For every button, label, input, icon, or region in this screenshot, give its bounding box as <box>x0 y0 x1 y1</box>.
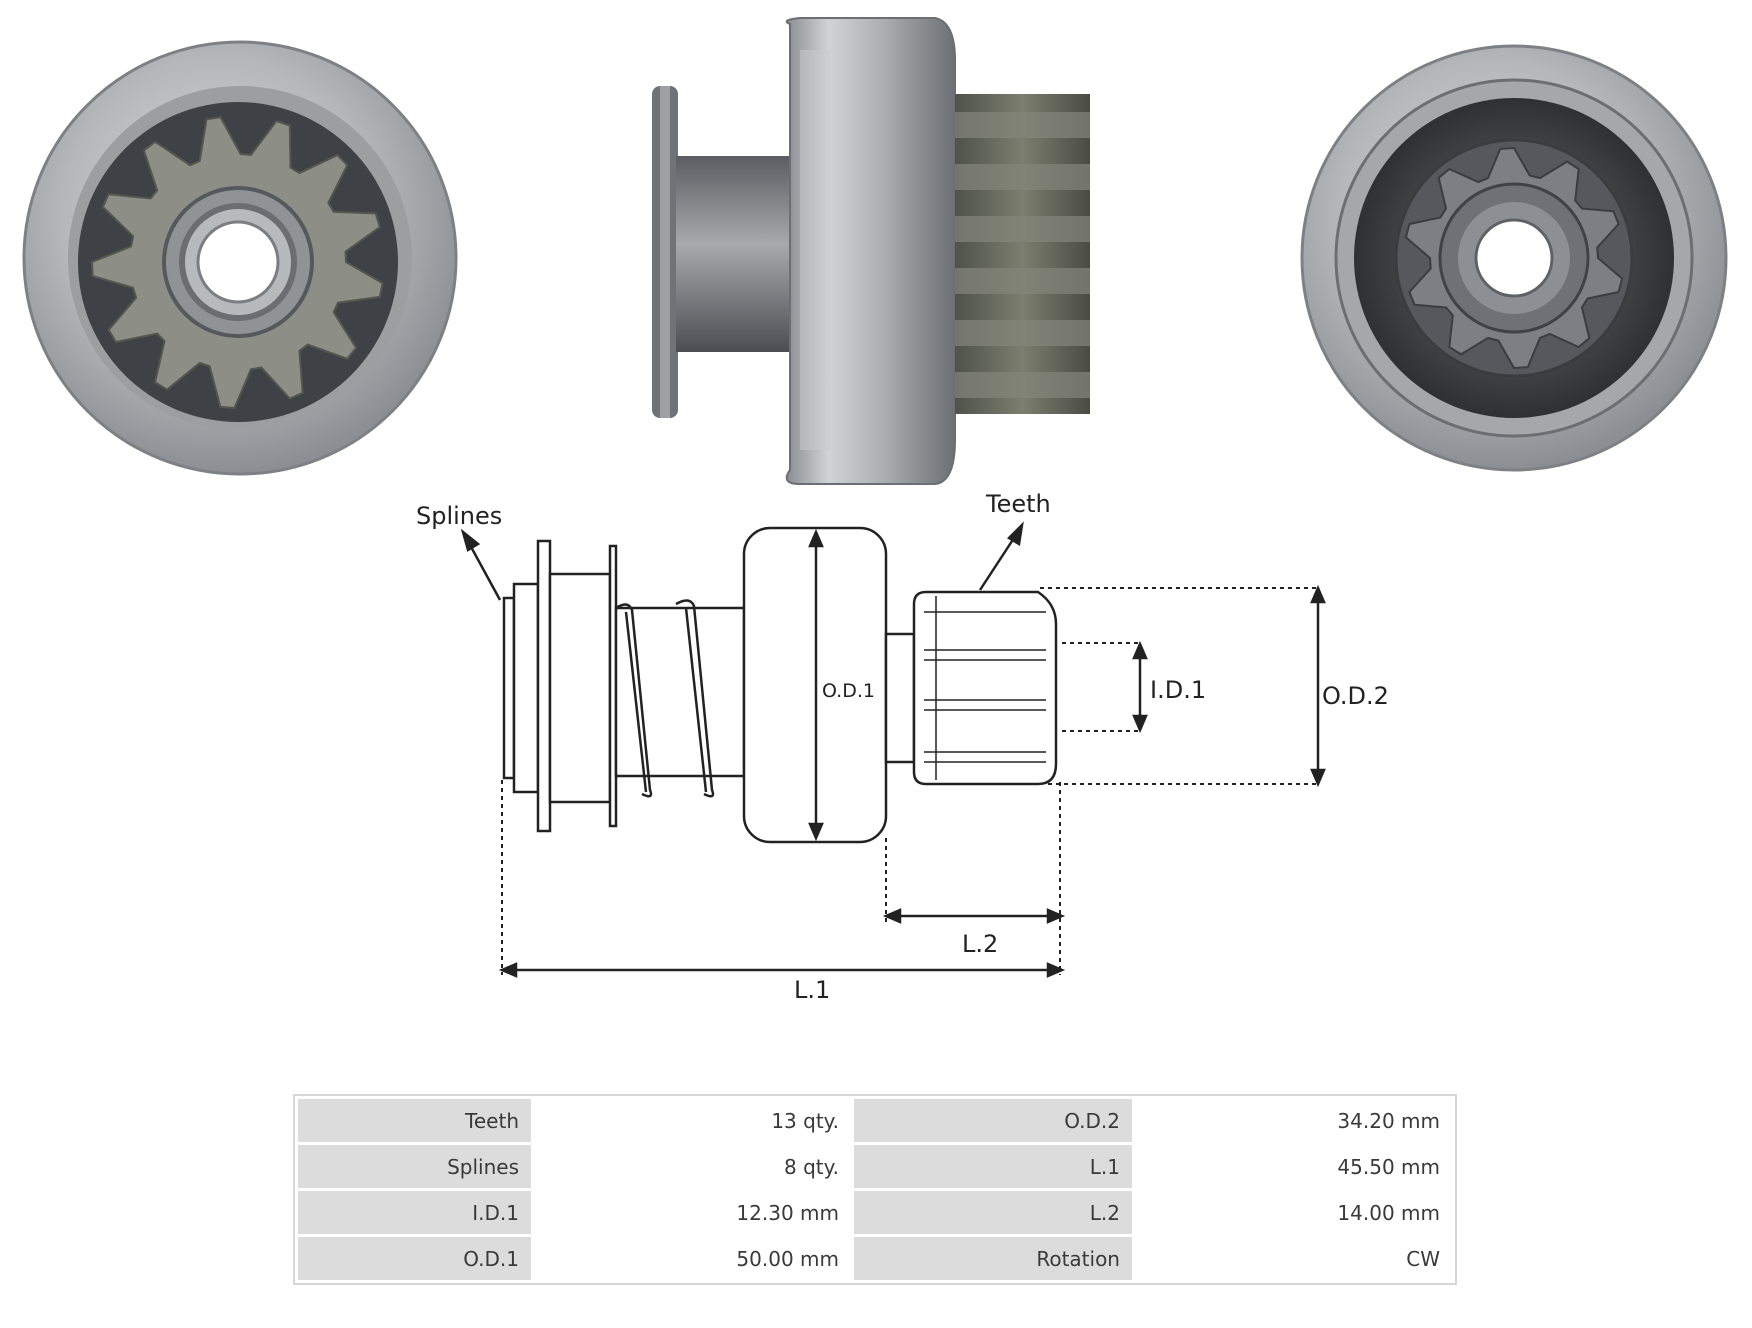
l1-label: L.1 <box>794 976 830 1004</box>
spring-icon <box>615 599 715 798</box>
spec-value: 8 qty. <box>534 1145 851 1188</box>
spec-value: 45.50 mm <box>1135 1145 1452 1188</box>
spec-value: 13 qty. <box>534 1099 851 1142</box>
front-view-photo <box>22 40 458 476</box>
spec-key: L.2 <box>854 1191 1132 1234</box>
spec-key: Teeth <box>298 1099 531 1142</box>
od2-label: O.D.2 <box>1322 682 1389 710</box>
side-view-photo <box>652 17 1090 485</box>
l2-label: L.2 <box>962 930 998 958</box>
teeth-label: Teeth <box>985 490 1051 518</box>
spec-key: L.1 <box>854 1145 1132 1188</box>
spec-value: 14.00 mm <box>1135 1191 1452 1234</box>
technical-drawing <box>460 521 1326 978</box>
id1-label: I.D.1 <box>1150 676 1206 704</box>
spec-key: O.D.1 <box>298 1237 531 1280</box>
spec-key: I.D.1 <box>298 1191 531 1234</box>
gear-teeth-icon <box>955 112 1090 398</box>
spec-key: Splines <box>298 1145 531 1188</box>
spec-value: 34.20 mm <box>1135 1099 1452 1142</box>
pinion-teeth-lines <box>924 596 1046 780</box>
spec-value: CW <box>1135 1237 1452 1280</box>
spec-value: 12.30 mm <box>534 1191 851 1234</box>
od1-label: O.D.1 <box>822 680 875 702</box>
splines-label: Splines <box>416 502 502 530</box>
back-view-photo <box>1300 44 1728 472</box>
spec-value: 50.00 mm <box>534 1237 851 1280</box>
spec-key: O.D.2 <box>854 1099 1132 1142</box>
spec-key: Rotation <box>854 1237 1132 1280</box>
